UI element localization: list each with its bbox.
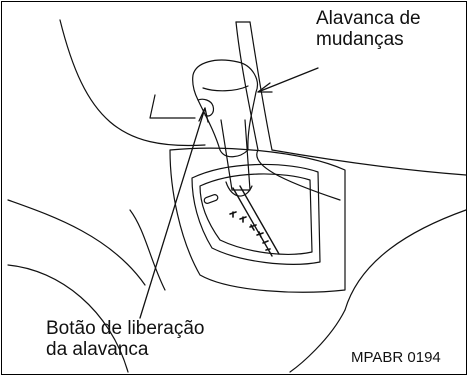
shift-gate-slot-b (239, 185, 280, 255)
shift-gate-plate (191, 163, 321, 265)
shifter-knob-release-button (197, 98, 215, 117)
seat-right-curve (344, 209, 467, 311)
shift-gate-slot (232, 187, 273, 257)
seat-right-lower (289, 309, 346, 373)
shifter-shaft (220, 119, 251, 191)
console-right-panel-b (256, 149, 341, 201)
bracket-left (149, 94, 196, 119)
callout-arrow-shifter (257, 67, 319, 93)
console-tray-outer (169, 147, 346, 293)
console-right-panel (271, 149, 467, 176)
seat-left-curve (7, 264, 129, 373)
console-right-vertical-a (235, 21, 259, 151)
callout-release-line2: da alavanca (46, 339, 149, 361)
console-right-vertical-b (249, 21, 273, 151)
console-left-lower-curve (7, 199, 146, 286)
shift-gate-inner (199, 173, 313, 255)
console-left-curve (59, 19, 206, 147)
callout-shifter-line1: Alavanca de (316, 8, 421, 29)
shifter-boot (225, 181, 253, 197)
gear-position-marks (229, 211, 271, 251)
callout-release-button-label: Botão de liberação da alavanca (46, 318, 204, 361)
callout-arrow-release (139, 107, 209, 319)
shifter-knob-crease (202, 85, 249, 92)
figure-code: MPABR 0194 (351, 349, 441, 366)
callout-shifter-line2: mudanças (316, 29, 404, 51)
seat-inner-curve (129, 209, 166, 291)
callout-release-line1: Botão de liberação (46, 318, 205, 339)
gate-small-slot (203, 194, 219, 204)
callout-shifter-label: Alavanca de mudanças (316, 8, 421, 51)
